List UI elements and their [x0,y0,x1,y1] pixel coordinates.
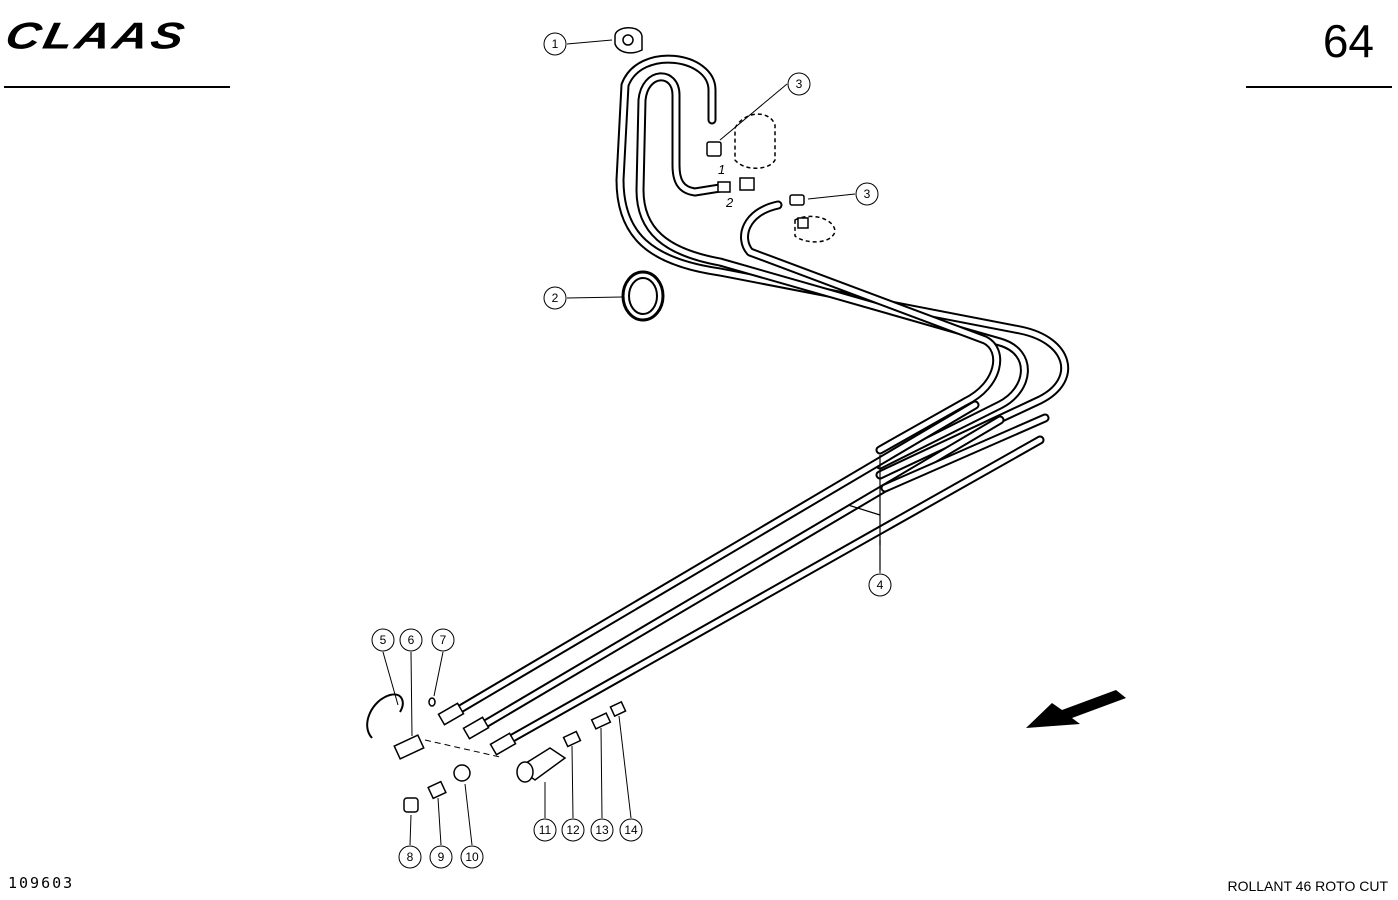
svg-text:3: 3 [864,187,871,201]
callout-3-top: 3 [787,72,811,96]
page-number: 64 [1322,15,1374,67]
svg-text:2: 2 [552,291,559,305]
valve-block-outline [734,113,776,169]
callout-7: 7 [431,628,455,652]
callout-4: 4 [868,573,892,597]
model-name: ROLLANT 46 ROTO CUT [1227,878,1388,894]
callout-14: 14 [619,818,643,842]
svg-text:10: 10 [465,850,479,864]
drawing-number: 109603 [8,874,75,892]
svg-text:12: 12 [566,823,580,837]
svg-text:6: 6 [408,633,415,647]
svg-text:11: 11 [539,823,552,837]
header-rule-right [1246,86,1392,88]
callout-11: 11 [533,818,557,842]
leader-lines [382,39,881,846]
callouts: 1 3 3 2 4 5 6 7 8 9 10 11 12 13 14 [371,32,892,869]
hose-lines [445,54,1070,750]
callout-9: 9 [429,845,453,869]
header-rule-left [4,86,230,88]
callout-10: 10 [460,845,484,869]
svg-text:13: 13 [595,823,609,837]
callout-5: 5 [371,628,395,652]
callout-2: 2 [543,286,567,310]
svg-text:3: 3 [796,77,803,91]
callout-3-right: 3 [855,182,879,206]
inline-label-2: 2 [725,195,734,210]
hose-end-fittings [437,702,517,756]
callout-8: 8 [398,845,422,869]
seal-ring-part [621,270,665,322]
callout-13: 13 [590,818,614,842]
direction-arrow-icon [1026,690,1126,728]
svg-text:14: 14 [624,823,638,837]
callout-1: 1 [543,32,567,56]
callout-6: 6 [399,628,423,652]
svg-text:7: 7 [440,633,447,647]
callout-12: 12 [561,818,585,842]
valve-block-outline-2 [794,215,836,243]
top-fittings [614,27,836,243]
svg-text:4: 4 [877,578,884,592]
clip-part [366,693,404,739]
inline-label-1: 1 [718,162,725,177]
svg-text:9: 9 [438,850,445,864]
svg-text:8: 8 [407,850,414,864]
svg-text:1: 1 [552,37,559,51]
small-parts [366,693,627,813]
svg-text:5: 5 [380,633,387,647]
